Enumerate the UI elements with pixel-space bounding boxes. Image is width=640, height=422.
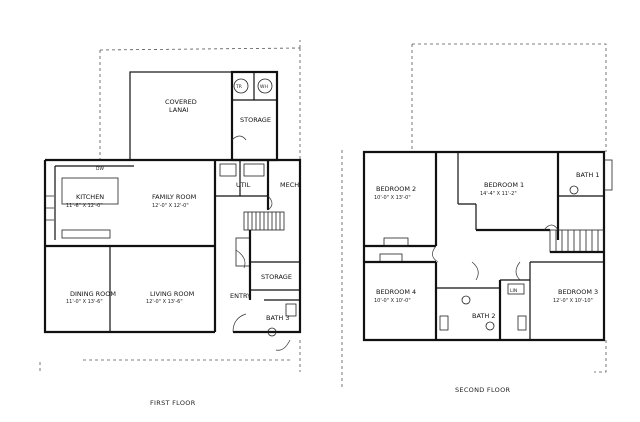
covered-lanai-label-2: LANAI [169,106,189,114]
bedroom1-label: BEDROOM 1 [484,181,524,189]
kitchen-label: KITCHEN [76,193,104,201]
family-room-label: FAMILY ROOM [152,193,196,201]
linen-label: LIN [510,288,517,294]
covered-lanai-outline [129,71,233,161]
dining-room-dims: 11'-0" X 13'-6" [66,299,103,305]
second-floor-plan [341,43,613,390]
first-floor-stairs [243,211,285,231]
mech-label: MECH [280,181,299,189]
bedroom3-dims: 12'-0" X 10'-10" [553,298,593,304]
entry-label: ENTRY [230,292,251,300]
bath3-label: BATH 3 [266,314,289,322]
storage-lower-label: STORAGE [261,273,292,281]
second-floor-caption: SECOND FLOOR [455,386,510,394]
dining-room-label: DINING ROOM [70,290,116,298]
living-room-label: LIVING ROOM [150,290,194,298]
dw-label: DW [96,166,104,172]
tr-fixture-icon [233,78,249,94]
bedroom3-label: BEDROOM 3 [558,288,598,296]
first-floor-plan [39,40,302,372]
tr-label: TR [235,84,242,90]
bath1-label: BATH 1 [576,171,599,179]
storage-upper-label: STORAGE [240,116,271,124]
bedroom2-label: BEDROOM 2 [376,185,416,193]
wh-label: WH [260,84,268,90]
wh-water-heater-icon [257,78,273,94]
bath2-label: BATH 2 [472,312,495,320]
bedroom4-label: BEDROOM 4 [376,288,416,296]
kitchen-island [61,177,119,205]
bedroom4-dims: 10'-0" X 10'-0" [374,298,411,304]
kitchen-counter [61,229,111,239]
covered-lanai-label-1: COVERED [165,98,197,106]
kitchen-dims: 11'-6" X 12'-0" [66,203,103,209]
first-floor-caption: FIRST FLOOR [150,399,196,407]
living-room-dims: 12'-0" X 13'-6" [146,299,183,305]
util-label: UTIL [236,181,251,189]
family-room-dims: 12'-0" X 12'-0" [152,203,189,209]
bedroom2-dims: 10'-0" X 13'-0" [374,195,411,201]
bedroom1-dims: 14'-4" X 11'-2" [480,191,517,197]
